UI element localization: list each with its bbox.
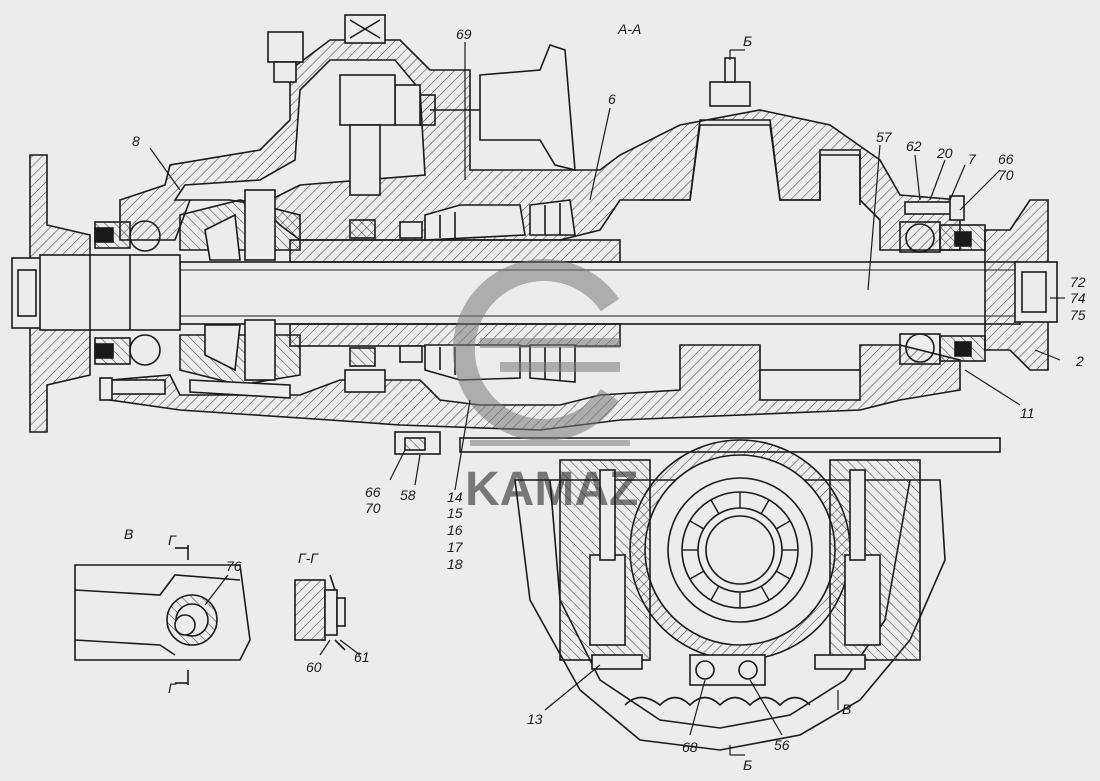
- callout-60: 60: [306, 659, 322, 675]
- watermark-text: KAMAZ: [465, 463, 638, 516]
- differential-bore: [697, 507, 783, 593]
- view-v-title: В: [124, 526, 133, 542]
- callout-74: 74: [1070, 290, 1086, 306]
- callout-17: 17: [447, 539, 464, 555]
- callout-69: 69: [456, 26, 472, 42]
- callout-8: 8: [132, 133, 140, 149]
- callout-18: 18: [447, 556, 463, 572]
- callout-58: 58: [400, 487, 416, 503]
- callout-13: 13: [527, 711, 543, 727]
- callout-6: 6: [608, 91, 616, 107]
- callout-2: 2: [1075, 353, 1084, 369]
- callout-66-bottom: 66: [365, 484, 381, 500]
- callout-72: 72: [1070, 274, 1086, 290]
- callout-16: 16: [447, 522, 463, 538]
- callout-68: 68: [682, 739, 698, 755]
- callout-66-top: 66: [998, 151, 1014, 167]
- section-mark-v: В: [842, 701, 851, 717]
- callout-62: 62: [906, 138, 922, 154]
- section-mark-b-bottom: Б: [743, 757, 752, 773]
- callout-70-bottom: 70: [365, 500, 381, 516]
- leader-lines: [149, 42, 1065, 756]
- callout-70-top: 70: [998, 167, 1014, 183]
- callout-11: 11: [1020, 405, 1035, 421]
- callout-14: 14: [447, 489, 463, 505]
- view-v-cut-top: Г: [168, 532, 177, 548]
- left-bearing-bottom: [129, 334, 161, 366]
- kamaz-watermark: KAMAZ: [452, 259, 638, 516]
- view-gg: [294, 574, 346, 651]
- callout-76: 76: [226, 558, 242, 574]
- callout-15: 15: [447, 505, 463, 521]
- view-v: [74, 545, 251, 685]
- callout-20: 20: [936, 145, 953, 161]
- callout-75: 75: [1070, 307, 1086, 323]
- callout-61: 61: [354, 649, 370, 665]
- callout-56: 56: [774, 737, 790, 753]
- main-section-view: [11, 14, 1058, 455]
- section-mark-b-top: Б: [743, 33, 752, 49]
- lower-differential-view: [514, 439, 946, 751]
- tapered-bearing-1: [424, 204, 526, 241]
- view-gg-title: Г-Г: [298, 550, 319, 566]
- labels: А-А Б Б В 8 69 6 57 62 20 7 66 70 72 74 …: [124, 21, 1086, 773]
- callout-7: 7: [968, 151, 977, 167]
- callout-57: 57: [876, 129, 893, 145]
- shift-actuator: [479, 44, 576, 172]
- section-title: А-А: [617, 21, 641, 37]
- view-v-cut-bottom: Г: [168, 680, 177, 696]
